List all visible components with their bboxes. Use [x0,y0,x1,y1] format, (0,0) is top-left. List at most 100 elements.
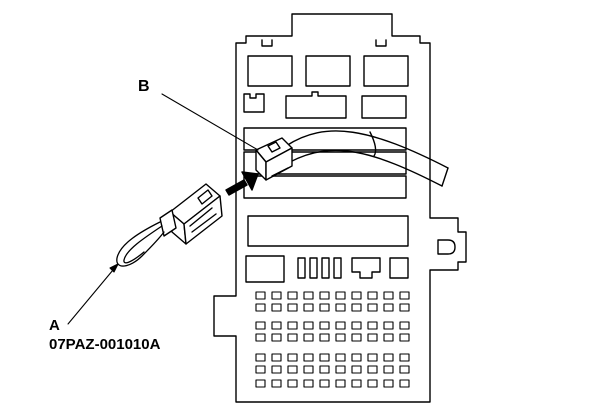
fuse-slot [255,365,266,374]
fuse-slot [367,333,378,342]
fuse-slot [335,291,346,300]
harness-end [441,167,449,187]
fuse-slot [287,321,298,330]
left-clip-notch [261,39,273,47]
connector-bay-bottom [247,215,409,247]
insertion-arrow-head [241,171,259,191]
fuse-slot [255,321,266,330]
fuse-slot [271,303,282,312]
fuse-slot [383,321,394,330]
fuse-slot [383,303,394,312]
fuse-slot [335,321,346,330]
fuse-slot [319,333,330,342]
fuse-slot [319,379,330,388]
fuse-slot [255,303,266,312]
fuse-slot [287,365,298,374]
fuse-slot [383,365,394,374]
fuse-slot [255,333,266,342]
wire-harness [285,130,449,187]
fuse-slot [319,353,330,362]
fuse-slot [303,303,314,312]
fuse-slot [351,321,362,330]
fuse-slot [303,379,314,388]
harness-bend [369,131,377,157]
callout-b-label: B [138,78,150,95]
jumper-connector-a [159,183,223,245]
small-connector-socket [243,93,265,113]
fuse-slot [351,333,362,342]
fuse-slot [271,365,282,374]
relay-socket-1 [247,55,293,87]
harness-bottom-edge [289,149,443,187]
fuse-slot [335,353,346,362]
callout-a-label: A [49,317,60,334]
fuse-slot [303,353,314,362]
mid-socket-left [245,255,285,283]
fuse-slot [367,353,378,362]
fuse-slot [335,333,346,342]
fuse-slot [287,353,298,362]
fuse-slot [399,321,410,330]
fuse-slot [271,291,282,300]
fuse-slot [399,365,410,374]
fuse-slot [287,303,298,312]
fuse-slot [319,303,330,312]
fuse-slot [335,303,346,312]
fuse-slot [399,333,410,342]
fuse-slot [367,291,378,300]
fuse-box [213,13,467,403]
insertion-arrow [225,171,259,196]
fuse-slot-grid [255,291,410,388]
mid-socket-right [389,257,409,279]
fuse-slot [271,379,282,388]
leader-line-a [67,263,119,325]
side-tab-slot [437,239,456,255]
fuse-slot [303,333,314,342]
fuse-slot [351,303,362,312]
fuse-slot [399,291,410,300]
connector-b-ridge [271,167,289,177]
callout-a-part-number: 07PAZ-001010A [49,336,161,353]
fuse-slot [351,379,362,388]
fuse-slot [319,365,330,374]
fuse-slot [383,291,394,300]
fuse-slot [383,333,394,342]
leader-line-b [161,93,259,151]
fuse-slot [287,291,298,300]
fuse-slot [271,321,282,330]
fuse-slot [287,379,298,388]
jumper-ridge-1 [191,213,217,233]
mini-relay-row [297,257,342,279]
fuse-slot [367,303,378,312]
fuse-slot [399,303,410,312]
fuse-box-outline [213,13,467,403]
jumper-tail [159,209,177,237]
fuse-slot [303,291,314,300]
relay-socket-5 [361,95,407,119]
fuse-slot [303,365,314,374]
fuse-slot [367,321,378,330]
fuse-slot [367,365,378,374]
insertion-arrow-shaft [225,179,248,196]
fuse-slot [351,365,362,374]
fuse-slot [271,333,282,342]
relay-socket-3 [363,55,409,87]
fuse-slot [303,321,314,330]
connector-b-side [265,147,293,181]
fuse-slot [399,379,410,388]
fuse-slot [351,353,362,362]
connector-b [255,137,293,181]
fuse-slot [271,353,282,362]
fuse-slot [383,379,394,388]
fuse-slot [383,353,394,362]
fuse-slot [319,291,330,300]
fuse-slot [351,291,362,300]
fuse-slot [255,353,266,362]
jumper-latch [197,189,213,205]
relay-socket-2 [305,55,351,87]
connector-bay-middle [243,151,407,175]
connector-bay-upper [243,127,407,151]
fuse-slot [255,291,266,300]
fuse-slot [399,353,410,362]
